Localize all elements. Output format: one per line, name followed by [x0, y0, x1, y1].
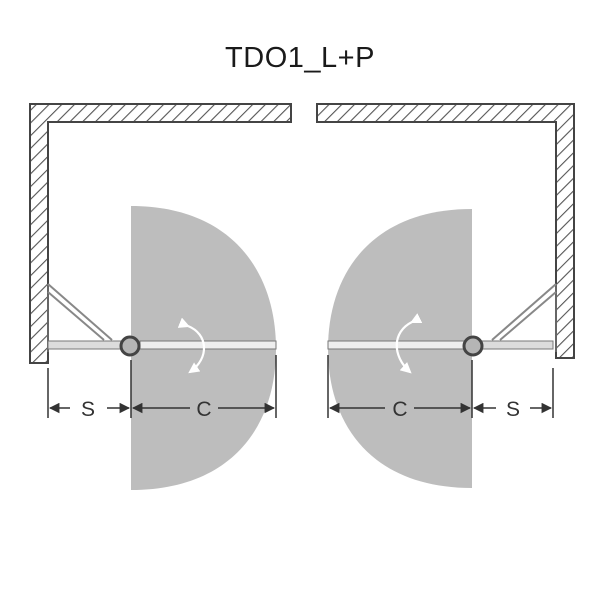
- right-hinge-icon: [462, 335, 484, 357]
- left-fixed-panel: [47, 340, 123, 350]
- right-s-label: S: [506, 398, 520, 421]
- left-s-label: S: [81, 398, 95, 421]
- right-swing-arrow-icon: [395, 313, 423, 374]
- right-wall-hatched: [316, 103, 575, 359]
- left-door-panel: [139, 340, 277, 350]
- left-hinge-icon: [119, 335, 141, 357]
- right-fixed-panel: [481, 340, 554, 350]
- right-door-unit: C S: [316, 103, 575, 488]
- left-swing-arrow-icon: [177, 317, 206, 374]
- left-wall-hatched: [29, 103, 292, 364]
- left-support-brace: [47, 283, 113, 341]
- diagram-title: TDO1_L+P: [225, 42, 375, 74]
- right-support-brace: [491, 283, 557, 341]
- left-door-unit: S C: [29, 103, 292, 490]
- right-c-label: C: [392, 398, 407, 421]
- left-c-label: C: [196, 398, 211, 421]
